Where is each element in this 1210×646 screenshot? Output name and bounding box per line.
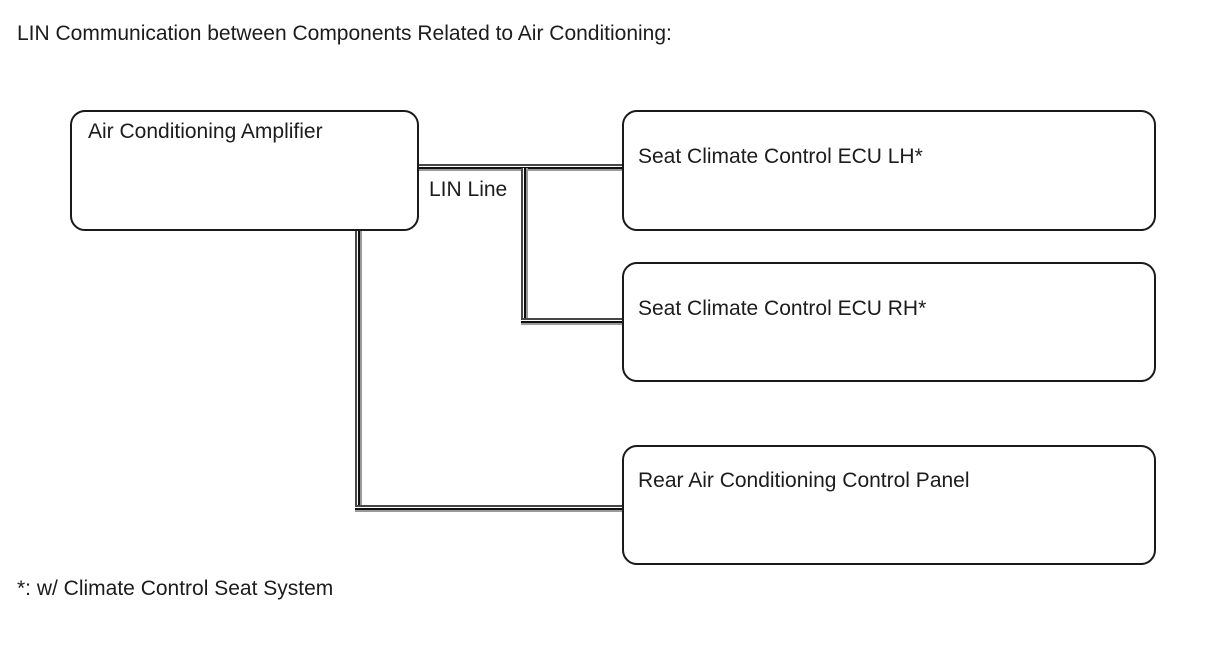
bus-vertical-amplifier-to-rear-panel bbox=[355, 228, 362, 512]
bus-branch-vertical-to-ecu-rh bbox=[521, 168, 528, 325]
node-air-conditioning-amplifier: Air Conditioning Amplifier bbox=[70, 110, 419, 231]
bus-segment-to-rear-panel bbox=[355, 505, 624, 512]
node-seat-climate-control-ecu-lh: Seat Climate Control ECU LH* bbox=[622, 110, 1156, 231]
node-seat-climate-control-ecu-rh: Seat Climate Control ECU RH* bbox=[622, 262, 1156, 382]
node-rear-air-conditioning-control-panel-label: Rear Air Conditioning Control Panel bbox=[638, 469, 970, 492]
footnote: *: w/ Climate Control Seat System bbox=[17, 577, 334, 600]
lin-line-label: LIN Line bbox=[429, 178, 508, 201]
node-rear-air-conditioning-control-panel: Rear Air Conditioning Control Panel bbox=[622, 445, 1156, 565]
diagram-title: LIN Communication between Components Rel… bbox=[17, 22, 672, 45]
bus-segment-to-ecu-rh bbox=[521, 318, 624, 325]
node-seat-climate-control-ecu-rh-label: Seat Climate Control ECU RH* bbox=[638, 297, 927, 320]
bus-segment-amplifier-to-ecu-lh bbox=[417, 164, 624, 171]
node-seat-climate-control-ecu-lh-label: Seat Climate Control ECU LH* bbox=[638, 145, 923, 168]
node-air-conditioning-amplifier-label: Air Conditioning Amplifier bbox=[88, 120, 323, 143]
